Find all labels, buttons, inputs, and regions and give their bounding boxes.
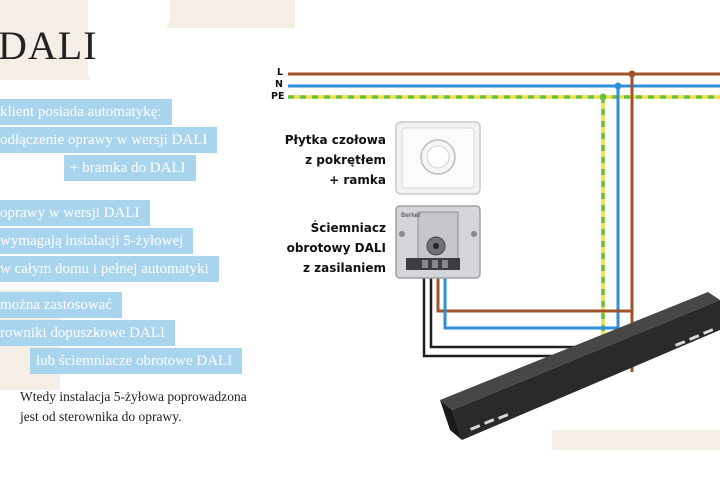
dimmer-label-line-1: Ściemniacz bbox=[310, 221, 386, 235]
dimmer-label: Ściemniacz obrotowy DALI z zasilaniem bbox=[287, 218, 386, 278]
plate-label-line-1: Płytka czołowa bbox=[284, 133, 386, 147]
highlight-line-3: + bramka do DALI bbox=[64, 155, 196, 181]
bg-block-bottom-right bbox=[552, 430, 720, 450]
highlight-line-8: rowniki dopuszkowe DALI bbox=[0, 320, 175, 346]
dimmer-label-line-3: z zasilaniem bbox=[302, 261, 386, 275]
highlight-line-1: klient posiada automatykę: bbox=[0, 99, 172, 125]
highlight-line-7: można zastosować bbox=[0, 292, 123, 318]
wire-label-l: L bbox=[277, 67, 284, 78]
bg-block-top-left-2 bbox=[0, 0, 90, 80]
highlight-line-9: lub ściemniacze obrotowe DALI bbox=[30, 348, 243, 374]
highlight-line-4: oprawy w wersji DALI bbox=[0, 200, 150, 226]
dimmer-brand-text: Berker bbox=[401, 212, 421, 219]
junction-n bbox=[614, 82, 622, 90]
front-plate-device bbox=[395, 121, 481, 195]
highlight-line-6: w całym domu i pełnej automatyki bbox=[0, 256, 219, 282]
junction-pe bbox=[599, 93, 607, 101]
plate-label: Płytka czołowa z pokrętłem + ramka bbox=[285, 130, 386, 190]
dimmer-label-line-2: obrotowy DALI bbox=[286, 241, 386, 255]
luminaire-bar bbox=[440, 292, 720, 440]
plate-label-line-2: z pokrętłem bbox=[305, 153, 386, 167]
wire-label-pe: PE bbox=[271, 91, 285, 102]
highlight-line-2: odłączenie oprawy w wersji DALI bbox=[0, 127, 218, 153]
note-text: Wtedy instalacja 5-żyłowa poprowadzona j… bbox=[20, 389, 247, 424]
dimmer-device: Berker bbox=[395, 205, 481, 279]
led-slots bbox=[469, 328, 714, 431]
wire-label-n: N bbox=[275, 79, 283, 90]
highlight-line-5: wymagają instalacji 5-żyłowej bbox=[0, 228, 194, 254]
plate-label-line-3: + ramka bbox=[329, 173, 386, 187]
junction-l bbox=[628, 70, 636, 78]
dimmer-n-wire bbox=[443, 262, 618, 330]
page-title: DALI bbox=[0, 23, 98, 68]
